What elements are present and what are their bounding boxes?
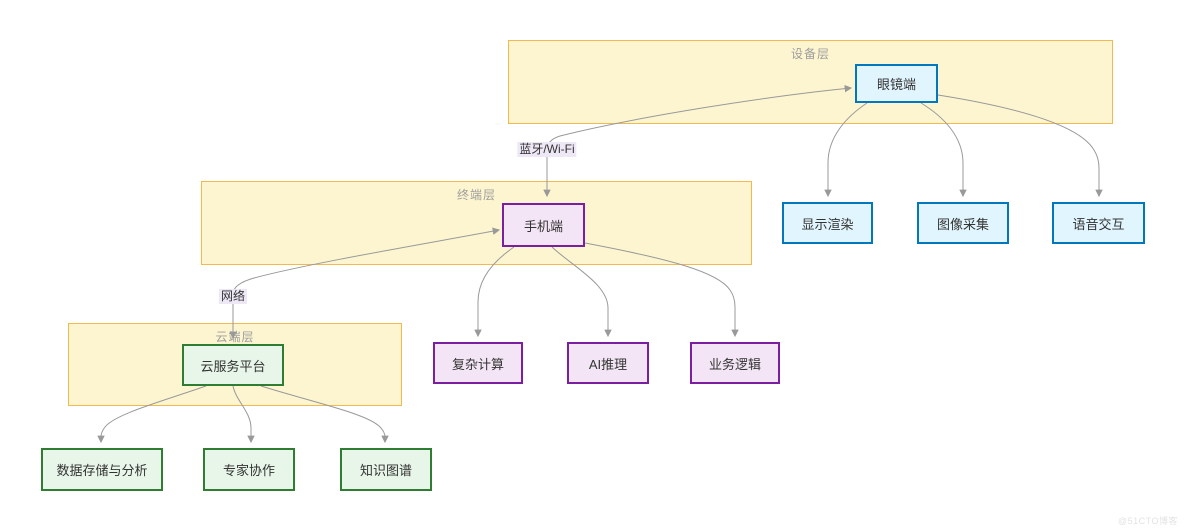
- cluster-terminal-layer-label: 终端层: [456, 188, 496, 202]
- edge-cloud-storage: [97, 385, 207, 444]
- watermark: @51CTO博客: [1118, 516, 1178, 526]
- cluster-device-layer-label: 设备层: [790, 47, 830, 61]
- node-knowledge-graph: 知识图谱: [340, 448, 432, 491]
- node-display-render: 显示渲染: [782, 202, 873, 244]
- edge-glasses-voice: [937, 94, 1103, 198]
- node-complex-compute: 复杂计算: [433, 342, 523, 384]
- node-phone: 手机端: [502, 203, 585, 247]
- node-glasses: 眼镜端: [855, 64, 938, 103]
- edge-phone-cloud: [229, 227, 501, 340]
- edge-cloud-knowledge: [260, 385, 389, 444]
- node-voice-interaction: 语音交互: [1052, 202, 1145, 244]
- edge-glasses-phone: [543, 84, 853, 198]
- edge-glasses-display: [824, 102, 868, 198]
- node-data-storage: 数据存储与分析: [41, 448, 163, 491]
- edge-label-network: 网络: [218, 289, 248, 304]
- node-business-logic: 业务逻辑: [690, 342, 780, 384]
- node-image-capture: 图像采集: [917, 202, 1009, 244]
- node-expert-collab: 专家协作: [203, 448, 295, 491]
- node-cloud-platform: 云服务平台: [182, 344, 284, 386]
- node-ai-inference: AI推理: [567, 342, 649, 384]
- edge-glasses-camera: [920, 102, 967, 198]
- edge-phone-logic: [584, 242, 739, 338]
- edge-label-bluetooth-wifi: 蓝牙/Wi-Fi: [517, 142, 577, 157]
- edge-cloud-expert: [232, 385, 255, 444]
- edge-phone-ai: [551, 246, 612, 338]
- edge-phone-compute: [474, 246, 515, 338]
